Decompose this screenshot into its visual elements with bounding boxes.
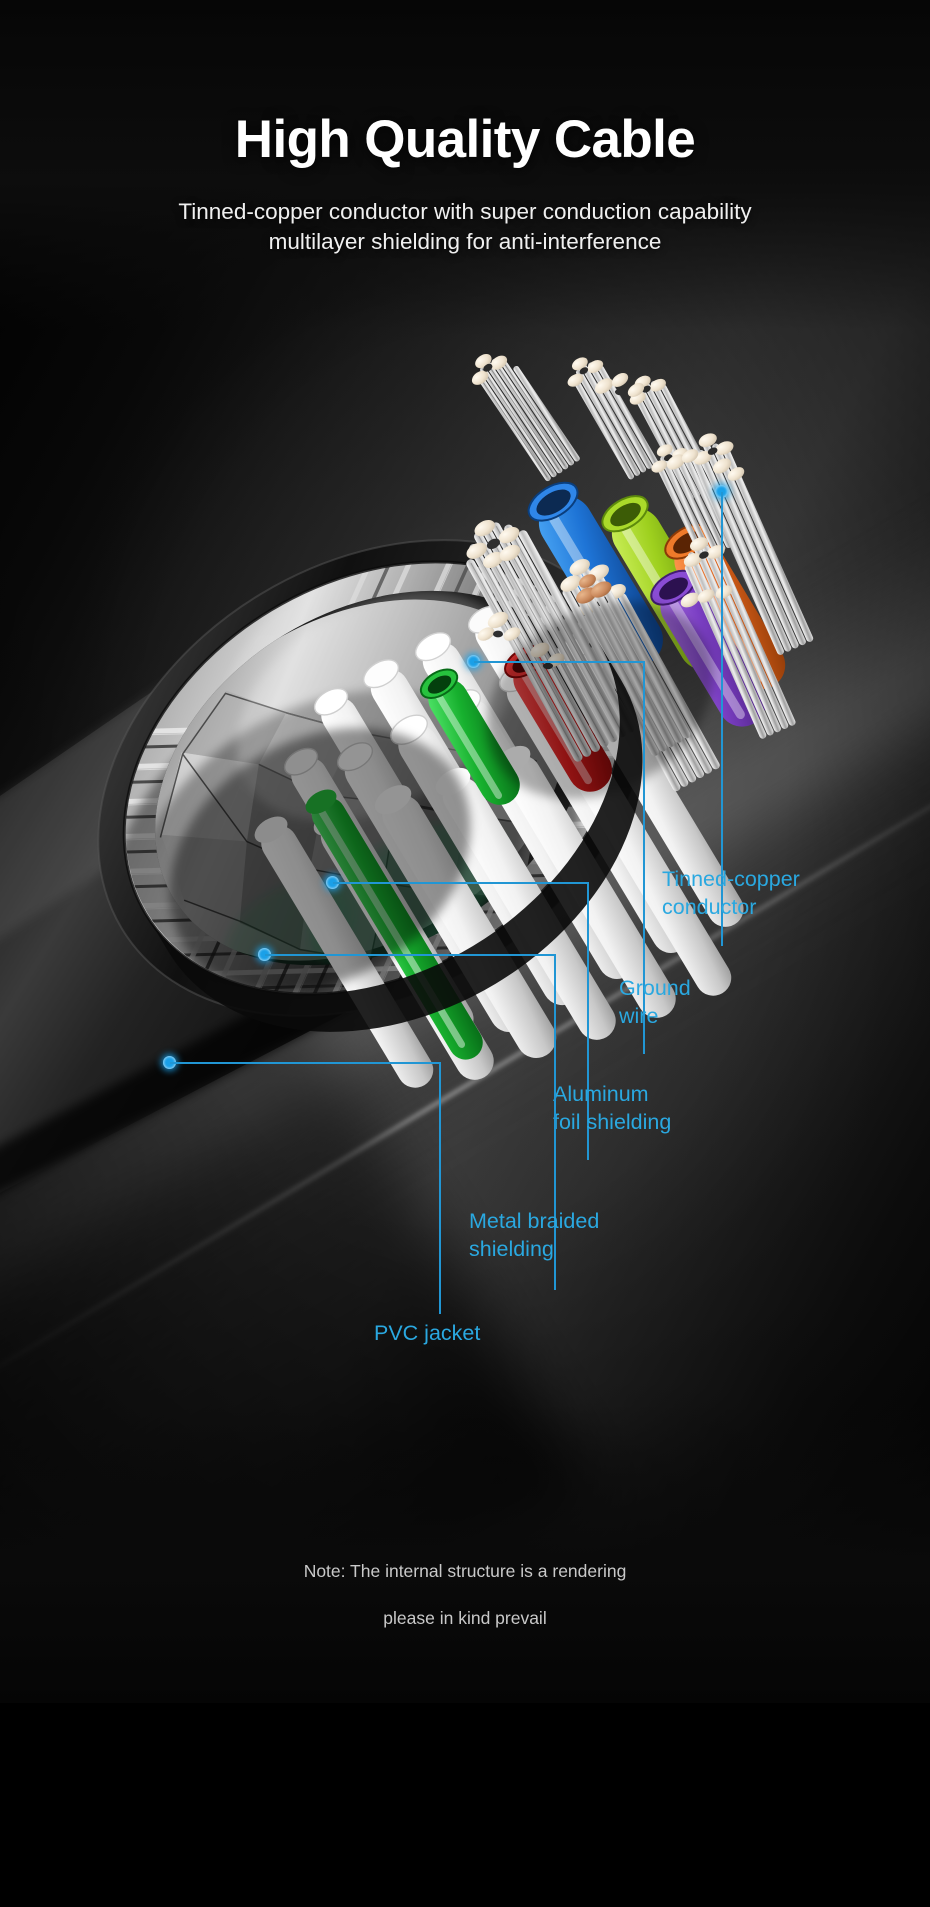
jacket-foreground-lip (145, 642, 643, 1032)
header: High Quality Cable Tinned-copper conduct… (0, 112, 930, 256)
green-small-insulated-wire (419, 668, 520, 805)
conductor-tip-rosette (466, 519, 521, 569)
core-shading (169, 601, 713, 992)
callout-dot-ground-wire[interactable] (467, 655, 480, 668)
callout-label-metal-braided-shielding[interactable]: Metal braided shielding (469, 1209, 600, 1261)
callout-dot-pvc-jacket[interactable] (163, 1056, 176, 1069)
cable-cutaway-illustration (0, 354, 814, 1299)
page-title: High Quality Cable (234, 110, 696, 169)
callout-label-aluminum-foil-shielding[interactable]: Aluminum foil shielding (553, 1082, 672, 1134)
subtitle-line-1: Tinned-copper conductor with super condu… (178, 198, 752, 224)
callout-annotations: Tinned-copper conductor Ground wire Alum… (163, 485, 800, 1345)
callout-dot-aluminum-foil-shielding[interactable] (326, 876, 339, 889)
callout-label-tinned-copper-conductor[interactable]: Tinned-copper conductor (662, 867, 800, 919)
purple-wire-conductor-strands (651, 444, 732, 561)
background-top-fade (0, 0, 930, 330)
background-bottom-fade (0, 1403, 930, 1703)
callout-dot-tinned-copper-conductor[interactable] (715, 485, 728, 498)
callout-label-pvc-jacket[interactable]: PVC jacket (374, 1321, 481, 1345)
footer-note-line-2: please in kind prevail (383, 1608, 547, 1629)
page-subtitle: Tinned-copper conductor with super condu… (0, 197, 930, 257)
callout-dot-metal-braided-shielding[interactable] (258, 948, 271, 961)
subtitle-line-2: multilayer shielding for anti-interferen… (268, 228, 662, 254)
callout-label-ground-wire[interactable]: Ground wire (619, 976, 691, 1028)
blue-wire-conductor-strands (471, 354, 580, 482)
footer-note-line-1: Note: The internal structure is a render… (303, 1560, 627, 1581)
footer-note: Note: The internal structure is a render… (0, 1536, 930, 1655)
